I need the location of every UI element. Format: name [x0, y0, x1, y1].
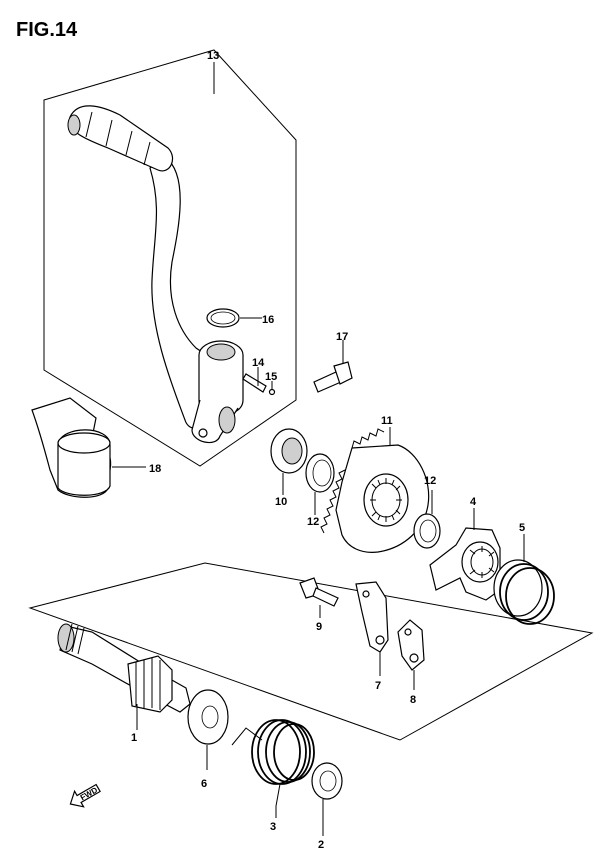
return-spring-3 [231, 719, 315, 818]
callout-18: 18 [149, 463, 161, 475]
ratchet-4 [429, 508, 501, 601]
callout-9: 9 [316, 621, 322, 633]
kick-starter-lever [67, 105, 244, 444]
callout-3: 3 [270, 821, 276, 833]
callout-17: 17 [336, 331, 348, 343]
callout-16: 16 [262, 314, 274, 326]
pin-15 [268, 388, 276, 396]
figure-title: FIG.14 [16, 19, 78, 41]
callout-12a: 12 [307, 516, 319, 528]
spring-5 [493, 534, 555, 625]
lever-assembly-outline [43, 49, 297, 467]
lever-cover-18 [31, 397, 146, 498]
callout-2: 2 [318, 839, 324, 851]
washer-6 [187, 689, 229, 770]
washer-12b [413, 490, 441, 549]
callout-5: 5 [519, 522, 525, 534]
bolt-17 [313, 340, 353, 393]
plate-8 [397, 619, 425, 690]
callout-8: 8 [410, 694, 416, 706]
callout-14: 14 [252, 357, 265, 369]
callout-10: 10 [275, 496, 287, 508]
bolt-9 [299, 577, 339, 618]
callout-1: 1 [131, 732, 137, 744]
callout-11: 11 [381, 415, 393, 427]
washer-12a [305, 453, 335, 515]
callout-12b: 12 [424, 475, 436, 487]
bolt-14 [242, 367, 267, 393]
guide-plate-7 [355, 581, 389, 676]
kick-gear-11 [320, 427, 430, 553]
callout-15: 15 [265, 371, 277, 383]
fwd-arrow-icon: FWD [69, 783, 101, 808]
callout-4: 4 [470, 496, 477, 508]
kick-starter-shaft-1 [57, 623, 191, 730]
callout-13: 13 [207, 50, 219, 62]
oil-seal-10 [270, 428, 308, 495]
shaft-assembly-outline [28, 562, 594, 741]
callout-7: 7 [375, 680, 381, 692]
circlip-16 [206, 308, 262, 328]
spring-guide-2 [311, 762, 343, 836]
callout-6: 6 [201, 778, 207, 790]
